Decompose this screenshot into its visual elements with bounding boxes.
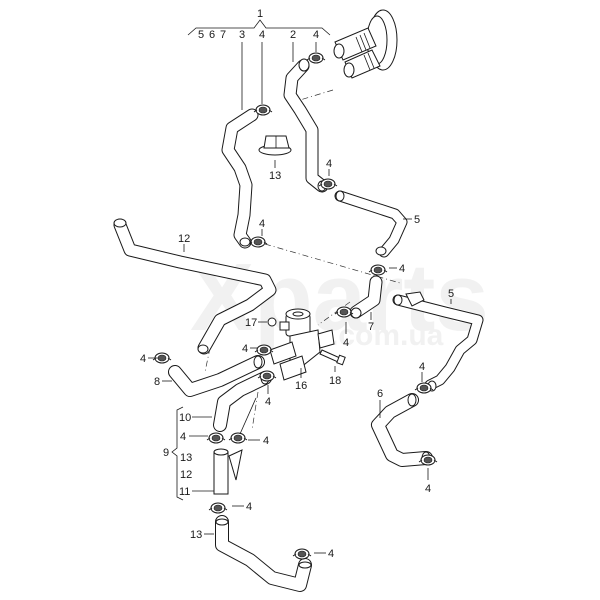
callout-4: 4 bbox=[326, 158, 332, 170]
callout-4: 4 bbox=[425, 483, 431, 495]
firewall-connector bbox=[333, 9, 398, 79]
callout-6: 6 bbox=[209, 29, 215, 41]
centerline bbox=[251, 391, 259, 431]
hose-clamp-icon bbox=[414, 382, 434, 394]
callout-4: 4 bbox=[259, 218, 265, 230]
callout-7: 7 bbox=[368, 321, 374, 333]
hose-clamp-icon bbox=[254, 344, 274, 356]
callout-17: 17 bbox=[245, 317, 257, 329]
sleeve-13 bbox=[258, 135, 292, 156]
callout-13: 13 bbox=[190, 529, 202, 541]
callout-4: 4 bbox=[242, 343, 248, 355]
hose-8 bbox=[168, 355, 265, 397]
callout-4: 4 bbox=[313, 29, 319, 41]
hose-clamp-icon bbox=[318, 178, 338, 190]
callout-5: 5 bbox=[448, 288, 454, 300]
hose-13-bottom bbox=[215, 515, 312, 592]
callout-9: 9 bbox=[163, 447, 169, 459]
hose-12 bbox=[113, 218, 277, 355]
callout-4: 4 bbox=[180, 431, 186, 443]
centerline bbox=[204, 347, 211, 373]
watermark-main: Xparts bbox=[190, 244, 489, 351]
pipe-5-right bbox=[392, 291, 484, 392]
callout-4: 4 bbox=[419, 361, 425, 373]
callout-4: 4 bbox=[259, 29, 265, 41]
callouts: 13 4 5 4 12 4 5 17 4 7 4 4 8 16 18 4 4 bbox=[140, 158, 454, 560]
hose-clamp-icon bbox=[248, 236, 268, 248]
watermark: Xparts .com.ua bbox=[190, 244, 489, 352]
nut-17 bbox=[267, 317, 277, 327]
callout-5: 5 bbox=[198, 29, 204, 41]
callout-18: 18 bbox=[329, 375, 341, 387]
clamps bbox=[152, 52, 438, 560]
callout-11: 11 bbox=[179, 486, 190, 498]
hose-clamp-icon bbox=[292, 548, 312, 560]
callout-3: 3 bbox=[239, 29, 245, 41]
hoses bbox=[113, 58, 484, 592]
callout-4: 4 bbox=[399, 263, 405, 275]
hose-7 bbox=[349, 275, 383, 319]
hose-11 bbox=[213, 448, 243, 495]
hose-clamp-icon bbox=[368, 264, 388, 276]
callout-13: 13 bbox=[180, 452, 192, 464]
centerline bbox=[299, 89, 334, 101]
callout-8: 8 bbox=[154, 376, 160, 388]
valve-16 bbox=[269, 308, 335, 381]
callout-7: 7 bbox=[220, 29, 226, 41]
callout-5: 5 bbox=[414, 214, 420, 226]
hose-clamp-icon bbox=[418, 454, 438, 466]
callout-1: 1 bbox=[257, 8, 263, 20]
hose-clamp-icon bbox=[334, 306, 354, 318]
bolt-18 bbox=[319, 349, 346, 366]
callout-4: 4 bbox=[265, 396, 271, 408]
hose-clamp-icon bbox=[253, 104, 273, 116]
callout-4: 4 bbox=[246, 501, 252, 513]
hose-clamp-icon bbox=[257, 370, 277, 382]
callout-12: 12 bbox=[180, 469, 192, 481]
callout-4: 4 bbox=[263, 435, 269, 447]
group-bracket-1: 1 5 6 7 3 4 2 4 bbox=[187, 8, 331, 110]
hose-clamp-icon bbox=[206, 432, 226, 444]
hose-clamp-icon bbox=[208, 502, 228, 514]
callout-2: 2 bbox=[290, 29, 296, 41]
callout-16: 16 bbox=[295, 380, 307, 392]
hose-3 bbox=[221, 108, 259, 249]
callout-6: 6 bbox=[377, 388, 383, 400]
watermark-sub: .com.ua bbox=[330, 319, 444, 352]
callout-4: 4 bbox=[343, 337, 349, 349]
callout-13: 13 bbox=[269, 170, 281, 182]
callout-12: 12 bbox=[178, 233, 190, 245]
hose-6 bbox=[371, 393, 433, 467]
hose-2 bbox=[283, 58, 329, 193]
callout-10: 10 bbox=[179, 412, 191, 424]
hose-clamp-icon bbox=[306, 52, 326, 64]
pipe-5-upper bbox=[334, 190, 408, 258]
callout-4: 4 bbox=[140, 353, 146, 365]
callout-4: 4 bbox=[328, 548, 334, 560]
hose-clamp-icon bbox=[228, 432, 248, 444]
